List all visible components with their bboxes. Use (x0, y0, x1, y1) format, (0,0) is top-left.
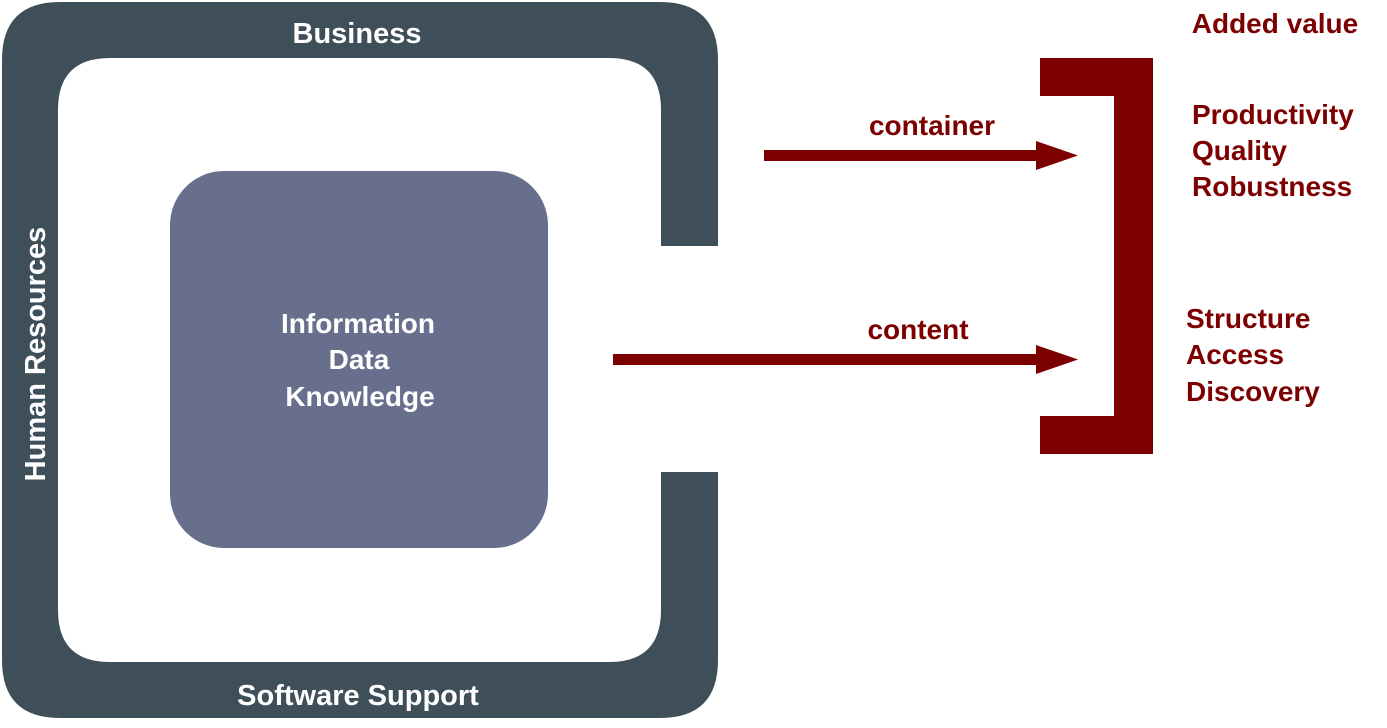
content-arrow-label: content (867, 314, 968, 345)
benefit-quality: Quality (1192, 135, 1287, 166)
benefit-discovery: Discovery (1186, 376, 1320, 407)
core-box (170, 171, 548, 548)
added-value-bracket (1040, 58, 1153, 454)
benefit-access: Access (1186, 339, 1284, 370)
container-arrow-label: container (869, 110, 995, 141)
frame-left-label: Human Resources (20, 227, 52, 482)
frame-top-label: Business (293, 18, 422, 50)
container-arrow (764, 141, 1078, 170)
added-value-title: Added value (1192, 8, 1358, 39)
frame-bottom-label: Software Support (237, 680, 479, 712)
core-label-knowledge: Knowledge (285, 381, 434, 412)
benefit-productivity: Productivity (1192, 99, 1354, 130)
benefit-structure: Structure (1186, 303, 1310, 334)
core-label-data: Data (329, 344, 390, 375)
benefit-robustness: Robustness (1192, 171, 1352, 202)
content-arrow (613, 345, 1078, 374)
core-label-information: Information (281, 308, 435, 339)
